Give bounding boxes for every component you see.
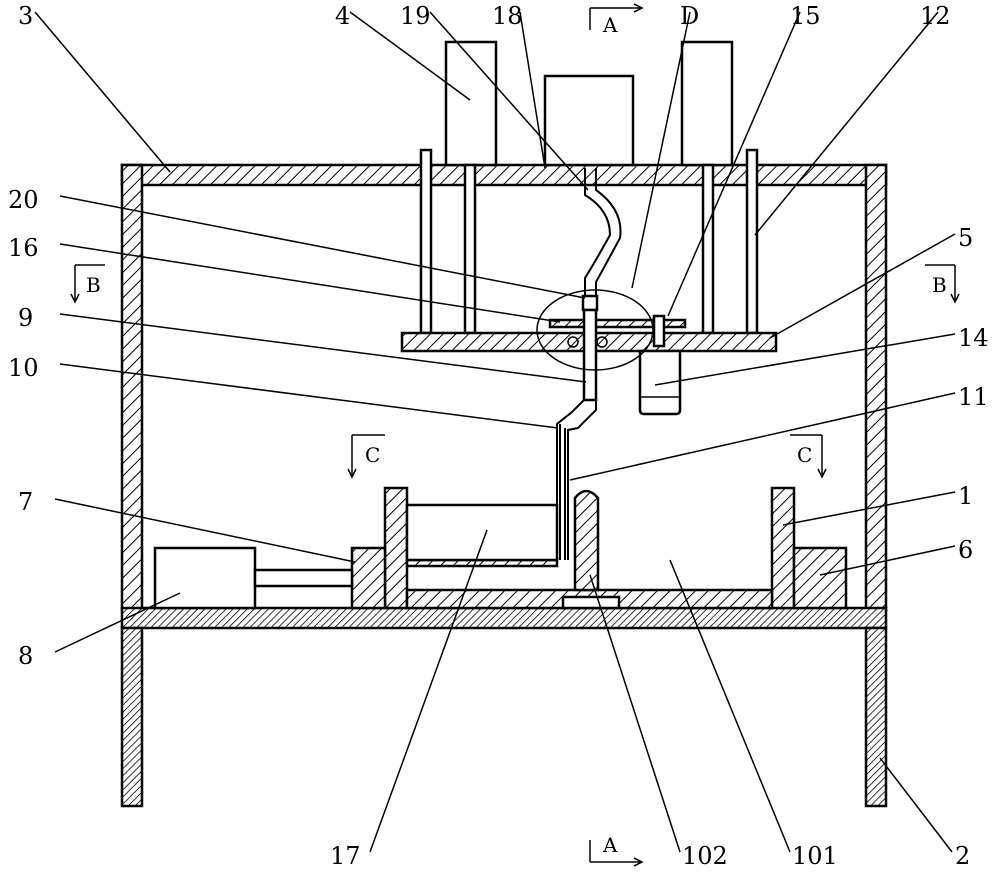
- label-8: 8: [18, 642, 33, 670]
- label-4: 4: [335, 2, 350, 30]
- section-a-top: A: [602, 13, 618, 37]
- base-table: [120, 606, 888, 808]
- label-2: 2: [955, 842, 970, 870]
- slider-part: [548, 318, 687, 329]
- suction-cup: [638, 349, 682, 416]
- detail-d-ellipse: [536, 289, 654, 371]
- label-3: 3: [18, 2, 33, 30]
- small-post: [652, 314, 666, 348]
- side-block-right: [792, 546, 848, 610]
- label-11: 11: [958, 383, 989, 411]
- section-a-bottom: A: [602, 833, 618, 857]
- label-15: 15: [790, 2, 821, 30]
- label-1: 1: [958, 482, 973, 510]
- section-c-left: C: [365, 443, 380, 467]
- label-101: 101: [792, 842, 838, 870]
- divider-base: [561, 595, 621, 610]
- label-10: 10: [8, 354, 39, 382]
- label-6: 6: [958, 536, 973, 564]
- divider-block: [573, 489, 600, 592]
- bearing-left: [567, 336, 579, 348]
- section-c-right: C: [797, 443, 812, 467]
- label-102: 102: [682, 842, 728, 870]
- label-18: 18: [492, 2, 523, 30]
- label-16: 16: [8, 234, 39, 262]
- label-20: 20: [8, 186, 39, 214]
- top-components: [444, 40, 734, 167]
- flexible-hose: [584, 168, 612, 296]
- label-7: 7: [18, 488, 33, 516]
- section-b-right: B: [932, 273, 947, 297]
- label-19: 19: [400, 2, 431, 30]
- label-14: 14: [958, 324, 989, 352]
- leader-lines: [34, 11, 956, 853]
- section-b-left: B: [86, 273, 101, 297]
- label-9: 9: [18, 304, 33, 332]
- label-5: 5: [958, 224, 973, 252]
- frame-housing: [120, 163, 888, 612]
- label-17: 17: [330, 842, 361, 870]
- label-D: D: [680, 2, 699, 30]
- side-block-left: [350, 546, 387, 610]
- section-markers: [70, 3, 960, 867]
- actuator-rod: [253, 568, 354, 588]
- nozzle-tube: [556, 294, 599, 560]
- actuator: [153, 546, 257, 610]
- label-12: 12: [920, 2, 951, 30]
- tray: [405, 503, 559, 562]
